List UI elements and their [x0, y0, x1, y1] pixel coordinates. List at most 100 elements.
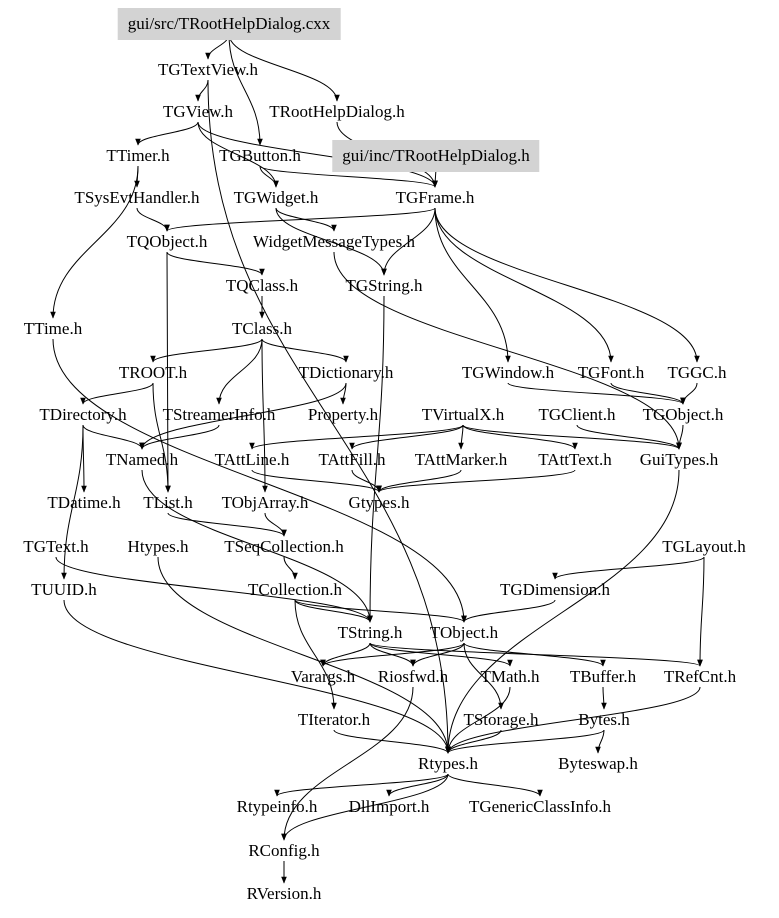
node-tuuid-h[interactable]: TUUID.h [31, 580, 97, 599]
edge-tobject-h-to-tstorage-h [463, 642, 504, 710]
edge-tobject-h-to-riosfwd-h [410, 642, 465, 667]
edge-tgframe-h-to-tggc-h [434, 207, 700, 363]
node-guitypes-h[interactable]: GuiTypes.h [639, 450, 719, 469]
node-ttimer-h[interactable]: TTimer.h [106, 146, 170, 165]
edge-tvirtualx-h-to-tattmarker-h [458, 424, 464, 450]
node-tbuffer-h[interactable]: TBuffer.h [569, 667, 637, 686]
node-byteswap-h[interactable]: Byteswap.h [558, 754, 638, 773]
node-rconfig-h[interactable]: RConfig.h [248, 841, 320, 860]
node-troot-h[interactable]: TROOT.h [118, 363, 188, 382]
node-tgclient-h[interactable]: TGClient.h [538, 405, 616, 424]
node-tstring-h[interactable]: TString.h [337, 623, 403, 642]
edge-tnamed-h-to-tstring-h [141, 469, 373, 623]
node-tgenericclassinfo-h[interactable]: TGenericClassInfo.h [468, 797, 612, 816]
node-trefcnt-h[interactable]: TRefCnt.h [663, 667, 737, 686]
edge-rtypes-h-to-tgenericclassinfo-h [447, 773, 543, 797]
node-tdictionary-h[interactable]: TDictionary.h [298, 363, 394, 382]
node-tsysevthandler-h[interactable]: TSysEvtHandler.h [74, 188, 200, 207]
node-tdirectory-h[interactable]: TDirectory.h [39, 405, 127, 424]
edge-tgdimension-h-to-tobject-h [461, 599, 556, 623]
edge-tgframe-h-to-tgfont-h [434, 207, 614, 363]
node-gui-inc-troothelpdialog-h[interactable]: gui/inc/TRootHelpDialog.h [332, 140, 540, 172]
edge-tgstring-h-to-tstring-h [367, 295, 385, 623]
edge-tobject-h-to-tbuffer-h [463, 642, 606, 667]
node-rtypes-h[interactable]: Rtypes.h [418, 754, 478, 773]
edge-tdictionary-h-to-tnamed-h [139, 382, 347, 450]
node-tgdimension-h[interactable]: TGDimension.h [499, 580, 611, 599]
node-tgobject-h[interactable]: TGObject.h [642, 405, 724, 424]
node-tgstring-h[interactable]: TGString.h [345, 276, 423, 295]
edge-tseqcollection-h-to-tcollection-h [283, 556, 298, 580]
edge-ttimer-h-to-ttime-h [50, 165, 139, 319]
node-titerator-h[interactable]: TIterator.h [297, 710, 371, 729]
node-tseqcollection-h[interactable]: TSeqCollection.h [224, 537, 344, 556]
node-tatttext-h[interactable]: TAttText.h [538, 450, 612, 469]
node-bytes-h[interactable]: Bytes.h [578, 710, 630, 729]
node-tstreamerinfo-h[interactable]: TStreamerInfo.h [162, 405, 276, 424]
edge-titerator-h-to-rtypes-h [333, 729, 451, 754]
node-tcollection-h[interactable]: TCollection.h [248, 580, 342, 599]
node-tvirtualx-h[interactable]: TVirtualX.h [421, 405, 505, 424]
edge-tdictionary-h-to-property-h [340, 382, 347, 405]
edge-tatttext-h-to-gtypes-h [376, 469, 576, 493]
node-tattmarker-h[interactable]: TAttMarker.h [414, 450, 508, 469]
node-widgetmessagetypes-h[interactable]: WidgetMessageTypes.h [253, 232, 415, 251]
node-tglayout-h[interactable]: TGLayout.h [662, 537, 746, 556]
edge-tobject-h-to-varargs-h [320, 642, 465, 667]
node-tgfont-h[interactable]: TGFont.h [577, 363, 645, 382]
node-gtypes-h[interactable]: Gtypes.h [348, 493, 410, 512]
node-tlist-h[interactable]: TList.h [143, 493, 193, 512]
edge-tvirtualx-h-to-tattline-h [249, 424, 464, 450]
edge-tlist-h-to-tseqcollection-h [167, 512, 287, 537]
edge-rtypes-h-to-dllimport-h [386, 773, 449, 797]
node-varargs-h[interactable]: Varargs.h [290, 667, 356, 686]
edge-tgframe-h-to-tgstring-h [381, 207, 436, 276]
edge-tgview-h-to-tgframe-h [197, 121, 438, 188]
node-tgframe-h[interactable]: TGFrame.h [395, 188, 475, 207]
node-tqclass-h[interactable]: TQClass.h [225, 276, 299, 295]
edge-tqobject-h-to-tlist-h [165, 251, 171, 493]
edge-tclass-h-to-troot-h [150, 338, 263, 363]
node-tattline-h[interactable]: TAttLine.h [214, 450, 290, 469]
node-tgtextview-h[interactable]: TGTextView.h [157, 60, 259, 79]
node-troothelpdialog-h[interactable]: TRootHelpDialog.h [269, 102, 405, 121]
node-dllimport-h[interactable]: DllImport.h [348, 797, 430, 816]
node-tqobject-h[interactable]: TQObject.h [126, 232, 208, 251]
node-rversion-h[interactable]: RVersion.h [246, 884, 322, 903]
node-tgbutton-h[interactable]: TGButton.h [219, 146, 301, 165]
node-ttime-h[interactable]: TTime.h [23, 319, 83, 338]
node-tobject-h[interactable]: TObject.h [429, 623, 499, 642]
node-tstorage-h[interactable]: TStorage.h [463, 710, 539, 729]
node-tgwindow-h[interactable]: TGWindow.h [461, 363, 555, 382]
node-gui-src-troothelpdialog-cxx[interactable]: gui/src/TRootHelpDialog.cxx [117, 8, 341, 40]
node-tmath-h[interactable]: TMath.h [480, 667, 540, 686]
node-tclass-h[interactable]: TClass.h [232, 319, 292, 338]
edge-riosfwd-h-to-rconfig-h [281, 686, 414, 841]
edge-bytes-h-to-byteswap-h [595, 729, 605, 754]
node-property-h[interactable]: Property.h [307, 405, 379, 424]
node-tdatime-h[interactable]: TDatime.h [47, 493, 121, 512]
edge-troot-h-to-tlist-h [152, 382, 171, 493]
edge-tobjarray-h-to-tseqcollection-h [264, 512, 287, 537]
edge-tgwidget-h-to-tgstring-h [275, 207, 387, 276]
edge-tuuid-h-to-rtypes-h [63, 599, 451, 754]
edge-tvirtualx-h-to-tatttext-h [462, 424, 578, 450]
node-riosfwd-h[interactable]: Riosfwd.h [377, 667, 449, 686]
node-tgwidget-h[interactable]: TGWidget.h [233, 188, 319, 207]
edge-widgetmessagetypes-h-to-guitypes-h [333, 251, 682, 450]
edge-trefcnt-h-to-rtypes-h [445, 686, 701, 754]
node-tobjarray-h[interactable]: TObjArray.h [221, 493, 309, 512]
edge-tgtext-h-to-tstring-h [55, 556, 373, 623]
edge-tgbutton-h-to-tgframe-h [259, 165, 438, 188]
node-tgview-h[interactable]: TGView.h [162, 102, 234, 121]
edge-tdirectory-h-to-tuuid-h [61, 424, 84, 580]
edge-gui-src-troothelpdialog-cxx-to-tgbutton-h [228, 33, 263, 146]
edge-tqobject-h-to-tqclass-h [166, 251, 265, 276]
node-tggc-h[interactable]: TGGC.h [667, 363, 727, 382]
node-rtypeinfo-h[interactable]: Rtypeinfo.h [236, 797, 318, 816]
node-htypes-h[interactable]: Htypes.h [127, 537, 189, 556]
node-tgtext-h[interactable]: TGText.h [23, 537, 89, 556]
edge-tbuffer-h-to-bytes-h [601, 686, 607, 710]
node-tattfill-h[interactable]: TAttFill.h [318, 450, 386, 469]
node-tnamed-h[interactable]: TNamed.h [105, 450, 179, 469]
